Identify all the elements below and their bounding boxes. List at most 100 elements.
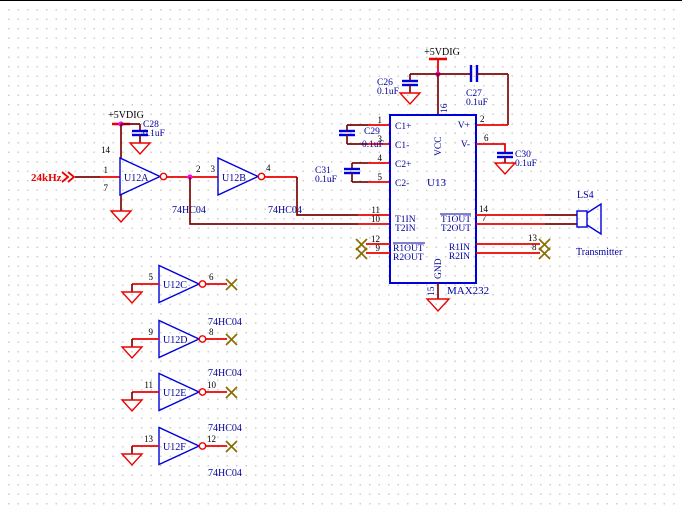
speaker-cone-icon	[586, 202, 602, 236]
power-symbol-u12a[interactable]: +5VDIG	[108, 110, 144, 126]
pin-number: 14	[479, 204, 489, 214]
pin-number-in: 13	[144, 434, 154, 444]
ic-u13[interactable]: U13 MAX232 16 VCC 15 GND C1+ C1- C2+ C2-…	[371, 103, 538, 297]
port-24khz[interactable]: 24kHz	[31, 171, 76, 184]
pin-number-out: 6	[209, 272, 214, 282]
pin-number: 10	[371, 214, 381, 224]
gate-part-label: 74HC04	[208, 468, 242, 479]
ground-symbol[interactable]	[120, 399, 144, 413]
cap-value: 0.1uF	[515, 159, 537, 169]
cap-ref: C31	[315, 166, 331, 176]
speaker-ref: LS4	[577, 190, 594, 201]
no-connect-x-icon[interactable]	[538, 238, 551, 251]
pin-number-out: 4	[266, 163, 271, 173]
pin-number: 1	[378, 115, 383, 125]
cap-ref: C27	[466, 89, 482, 99]
no-connect-x-icon[interactable]	[538, 247, 551, 260]
gate-ref: U12D	[163, 335, 187, 346]
pin-number: 3	[378, 134, 383, 144]
pin-number-out: 8	[209, 327, 214, 337]
inverter-triangle-icon	[217, 156, 260, 197]
cap-ref: C29	[364, 127, 380, 137]
no-connect-x-icon[interactable]	[225, 386, 238, 399]
gate-u12b[interactable]: U12B 3 4	[211, 156, 272, 197]
capacitor-c27[interactable]: C27 0.1uF	[466, 65, 488, 108]
power-symbol-u13[interactable]: +5VDIG	[424, 47, 460, 74]
pin-number-16: 16	[440, 103, 450, 113]
ground-symbol[interactable]	[398, 92, 422, 106]
pin-name: T2OUT	[441, 224, 471, 234]
port-chevron-icon	[67, 171, 76, 183]
pin-name: C2-	[395, 179, 409, 189]
pin-name: C1-	[395, 141, 409, 151]
power-net-label: +5VDIG	[424, 47, 460, 58]
pin-name: R2IN	[449, 252, 470, 262]
inverter-bubble-icon	[257, 172, 266, 181]
wire[interactable]	[296, 177, 358, 216]
pin-number: 2	[480, 114, 485, 124]
pin-name: R1IN	[449, 243, 470, 253]
inverter-bubble-icon	[198, 442, 207, 450]
ic-body	[389, 114, 477, 284]
ground-symbol[interactable]	[128, 142, 152, 156]
ground-symbol[interactable]	[120, 453, 144, 467]
pin-number-out: 10	[207, 380, 217, 390]
capacitor-c28[interactable]: C28 0.1uF	[132, 120, 165, 143]
cap-value: 0.1uF	[362, 140, 384, 150]
gate-ref: U12E	[163, 388, 186, 399]
pin-number-vcc: 14	[101, 145, 111, 155]
pin-number: 8	[532, 242, 537, 252]
speaker-ls4[interactable]: LS4 Transmitter	[576, 190, 623, 258]
pin-name: T2IN	[395, 224, 416, 234]
pin-name-gnd: GND	[434, 258, 444, 279]
pin-number-in: 9	[149, 327, 154, 337]
gate-ref: U12B	[222, 173, 246, 184]
pin-number: 13	[528, 233, 538, 243]
speaker-label: Transmitter	[576, 247, 623, 258]
no-connect-x-icon[interactable]	[225, 278, 238, 291]
capacitor-c31[interactable]: C31 0.1uF	[315, 163, 360, 185]
cap-ref: C28	[143, 120, 159, 130]
no-connect-x-icon[interactable]	[355, 247, 368, 260]
port-chevron-icon	[61, 171, 70, 183]
capacitor-c30[interactable]: C30 0.1uF	[497, 150, 537, 169]
ground-symbol[interactable]	[425, 298, 451, 313]
pin-number-in: 11	[144, 380, 153, 390]
pin-number-in: 3	[211, 164, 216, 174]
cap-ref: C30	[515, 150, 531, 160]
pin-name: C2+	[395, 160, 411, 170]
wire[interactable]	[189, 177, 358, 225]
gate-u12a[interactable]: U12A 14 1 7 2	[101, 145, 201, 197]
power-net-label: +5VDIG	[108, 110, 144, 121]
no-connect-x-icon[interactable]	[225, 333, 238, 346]
gate-ref: U12F	[163, 442, 186, 453]
gate-ref: U12C	[163, 280, 187, 291]
ground-symbol[interactable]	[493, 162, 517, 176]
pin-name: V+	[458, 121, 470, 131]
pin-number: 11	[371, 205, 380, 215]
pin-number-out: 2	[196, 164, 201, 174]
capacitor-c29[interactable]: C29 0.1uF	[339, 125, 384, 150]
capacitor-c26[interactable]: C26 0.1uF	[377, 74, 418, 97]
ic-part-label: MAX232	[447, 285, 489, 297]
pin-name: T1OUT	[441, 215, 471, 225]
inverter-bubble-icon	[198, 335, 207, 343]
cap-value: 0.1uF	[315, 175, 337, 185]
ground-symbol[interactable]	[109, 210, 133, 224]
inverter-bubble-icon	[198, 388, 207, 396]
inverter-triangle-icon	[119, 156, 162, 197]
pin-number: 4	[378, 153, 383, 163]
gate-part-label: 74HC04	[208, 368, 242, 379]
wire[interactable]	[476, 143, 506, 153]
ground-symbol[interactable]	[120, 346, 144, 360]
pin-name: C1+	[395, 122, 411, 132]
gate-ref: U12A	[124, 173, 149, 184]
ground-symbol[interactable]	[120, 291, 144, 305]
pin-name: R2OUT	[393, 253, 424, 263]
no-connect-x-icon[interactable]	[225, 440, 238, 453]
no-connect-x-icon[interactable]	[355, 238, 368, 251]
pin-name: V-	[461, 140, 470, 150]
port-label: 24kHz	[31, 172, 62, 184]
